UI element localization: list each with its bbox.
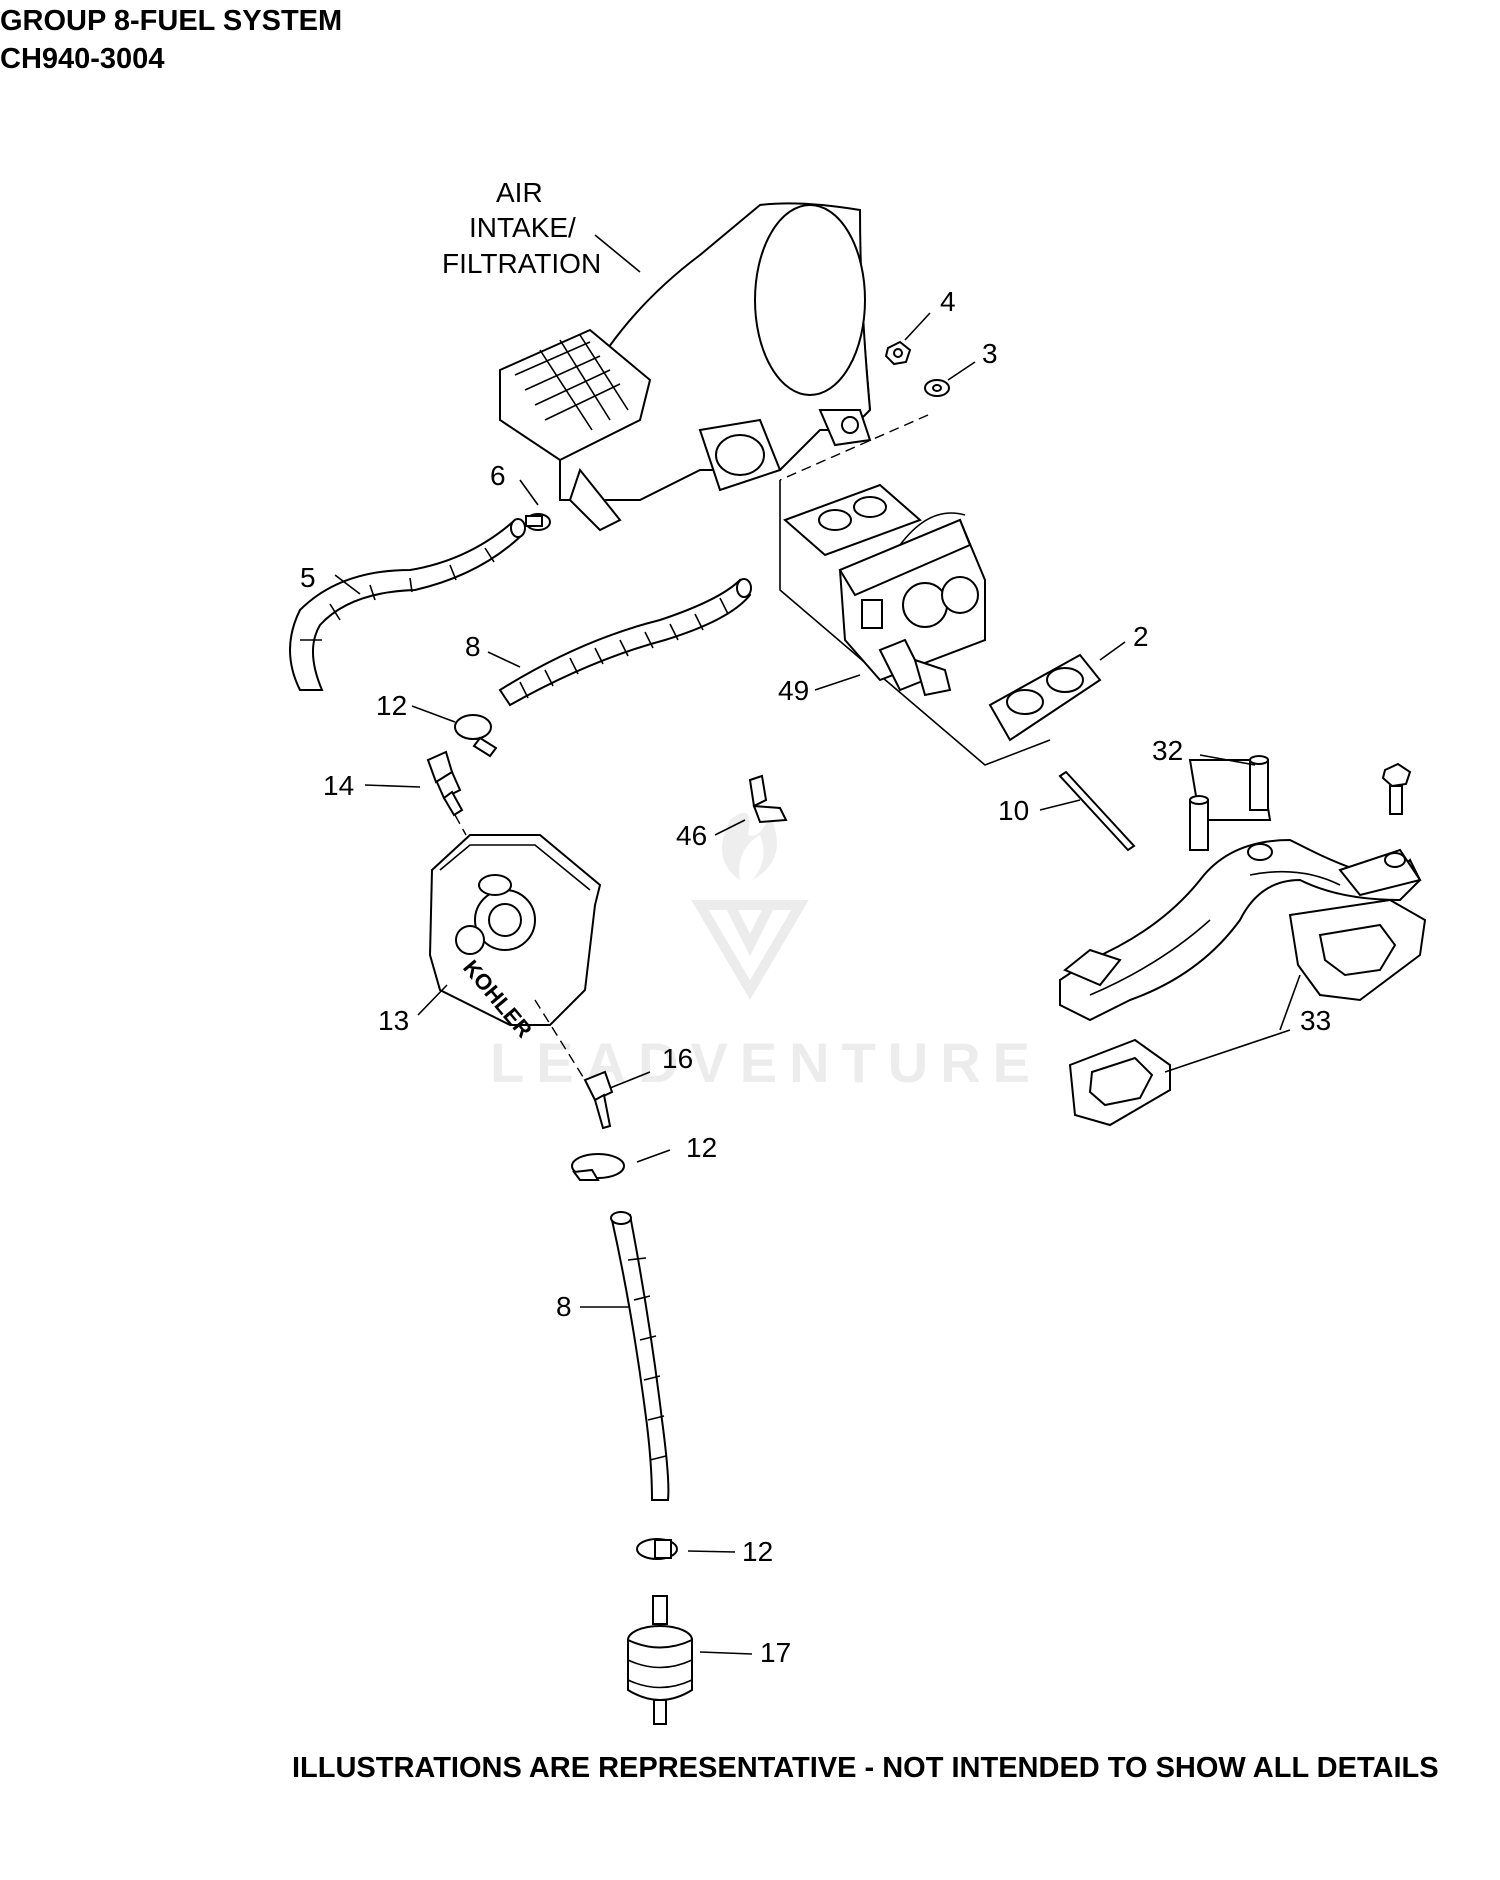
callout-8-lower: 8 [556, 1291, 572, 1322]
hose-part-5 [289, 518, 526, 691]
disclaimer-note: ILLUSTRATIONS ARE REPRESENTATIVE - NOT I… [292, 1752, 1439, 1784]
callout-32: 32 [1152, 735, 1183, 766]
carburetor [838, 512, 986, 697]
assembly-label-line1: AIR [496, 177, 543, 208]
watermark-text: LEADVENTURE [490, 1031, 1042, 1094]
clamp-part-12-lower [636, 1538, 678, 1560]
fuel-filter-part-17 [627, 1595, 693, 1725]
callout-6: 6 [490, 460, 506, 491]
stud-part-10 [1058, 770, 1136, 852]
clamp-part-6 [525, 513, 551, 531]
callout-8-upper: 8 [465, 631, 481, 662]
callout-12-upper: 12 [376, 690, 407, 721]
assembly-label-line3: FILTRATION [442, 248, 601, 279]
model-number: CH940-3004 [0, 43, 165, 75]
callout-5: 5 [300, 562, 316, 593]
fuel-pump-part-13: KOHLER [428, 834, 602, 1042]
watermark: LEADVENTURE [490, 812, 1042, 1094]
clamp-part-12-upper [454, 714, 498, 758]
air-intake-housing [499, 202, 872, 532]
gasket-part-2 [988, 653, 1102, 742]
callout-12-middle: 12 [686, 1132, 717, 1163]
page-title: GROUP 8-FUEL SYSTEM [0, 5, 343, 37]
washer-part-3 [924, 379, 950, 397]
manifold-bolt [1381, 762, 1412, 815]
gasket-part-33-lower [1068, 1038, 1171, 1127]
callout-14: 14 [323, 770, 354, 801]
fitting-part-16 [583, 1070, 614, 1130]
nut-part-4 [884, 340, 912, 366]
callout-2: 2 [1133, 621, 1149, 652]
elbow-fitting-part-14 [426, 750, 464, 817]
callout-3: 3 [982, 338, 998, 369]
callout-49: 49 [778, 675, 809, 706]
callout-16: 16 [662, 1043, 693, 1074]
fuel-line-part-8-lower [610, 1211, 670, 1501]
callout-46: 46 [676, 820, 707, 851]
gasket-part-33-upper [1288, 898, 1427, 1002]
callout-12-lower: 12 [742, 1536, 773, 1567]
callout-4: 4 [940, 286, 956, 317]
exhaust-manifold-part-32 [1059, 755, 1422, 1022]
clamp-part-12-middle [571, 1153, 625, 1181]
callout-17: 17 [760, 1637, 791, 1668]
assembly-label-line2: INTAKE/ [469, 212, 576, 243]
callout-33: 33 [1300, 1005, 1331, 1036]
callout-10: 10 [998, 795, 1029, 826]
carburetor-gasket-upper [783, 483, 922, 557]
callout-13: 13 [378, 1005, 409, 1036]
elbow-fitting-part-46 [748, 774, 788, 824]
fuel-line-part-8-upper [498, 578, 752, 707]
